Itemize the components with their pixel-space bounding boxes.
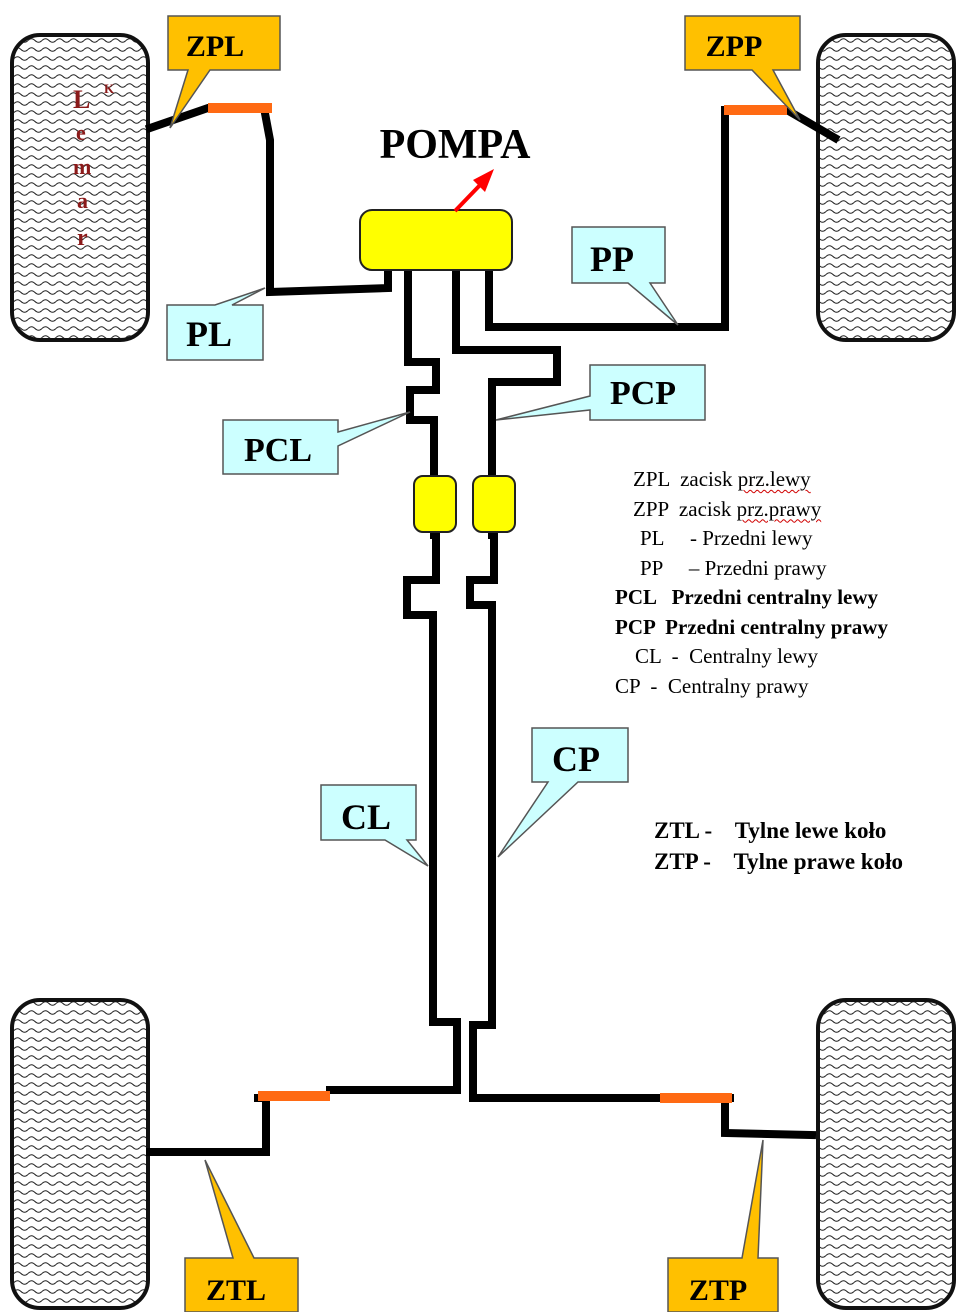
legend-sep — [663, 556, 689, 580]
watermark-letter: e — [76, 120, 86, 145]
callout-zpp: ZPP — [684, 15, 801, 121]
legend-desc: Centralny prawy — [667, 673, 809, 698]
pump-label: POMPA — [380, 122, 532, 168]
watermark-letter: m — [73, 154, 91, 179]
legend-front: ZPL zacisk prz.lewy ZPP zacisk prz.prawy… — [615, 465, 888, 701]
legend-desc: - Przedni lewy — [689, 526, 813, 550]
watermark-letter: K — [104, 81, 115, 96]
callout-cl: CL — [320, 784, 429, 867]
legend-abbr: CL — [635, 644, 662, 668]
watermark-letter: L — [73, 85, 90, 114]
legend-desc: Przedni centralny lewy — [671, 585, 879, 609]
wheel-front-right — [816, 33, 956, 342]
legend-desc: Centralny lewy — [689, 644, 818, 668]
legend-abbr: PL — [640, 526, 664, 550]
legend-sep — [656, 585, 672, 609]
legend-sep — [668, 497, 679, 521]
wheel-front-left — [10, 33, 150, 342]
callout-pl: PL — [166, 287, 266, 361]
callout-cp-label: CP — [552, 739, 600, 779]
legend-desc-wavy: prz.lewy — [737, 467, 811, 491]
callout-cp: CP — [497, 727, 629, 858]
filter-right — [472, 475, 516, 533]
legend-abbr: ZPL — [633, 467, 670, 491]
legend-sep — [655, 615, 666, 639]
callout-zpl: ZPL — [167, 15, 281, 129]
legend-abbr: ZTP - — [654, 849, 711, 874]
legend-row-cl: CL - Centralny lewy — [615, 642, 888, 672]
legend-abbr: PCL — [615, 585, 656, 609]
legend-abbr: ZTL - — [654, 818, 713, 843]
callout-ztp: ZTP — [667, 1139, 779, 1312]
callout-pcl: PCL — [222, 411, 411, 475]
callout-cl-label: CL — [341, 797, 391, 837]
arrow-head-icon — [473, 169, 494, 192]
legend-row-zpl: ZPL zacisk prz.lewy — [615, 465, 888, 495]
legend-desc: Tylne prawe koło — [733, 849, 903, 874]
legend-desc: Przedni centralny prawy — [665, 614, 888, 639]
legend-row-zpp: ZPP zacisk prz.prawy — [615, 495, 888, 525]
legend-sep: - — [639, 673, 668, 698]
legend-row-pcl: PCL Przedni centralny lewy — [615, 583, 888, 613]
legend-abbr: CP — [615, 673, 640, 698]
pipe-pl — [144, 104, 392, 297]
legend-desc: Tylne lewe koło — [734, 818, 887, 843]
legend-abbr: PCP — [615, 614, 655, 639]
pipe-pp — [485, 106, 841, 331]
pipe-ztp — [721, 1094, 817, 1140]
calipers — [208, 103, 787, 1103]
legend-desc: – Przedni prawy — [688, 555, 827, 580]
legend-row-pp: PP – Przedni prawy — [615, 554, 888, 584]
legend-sep — [664, 526, 690, 550]
legend-row-ztp: ZTP - Tylne prawe koło — [654, 846, 903, 877]
pipe-pcl-cl — [326, 264, 461, 1094]
filter-left — [413, 475, 457, 533]
legend-row-pl: PL - Przedni lewy — [615, 524, 888, 554]
arrow-icon — [453, 181, 484, 213]
pipe-pcp-cp — [452, 264, 664, 1102]
watermark-letter: r — [77, 225, 88, 251]
legend-sep: - — [661, 644, 690, 668]
legend-desc: zacisk — [678, 496, 737, 521]
legend-desc-wavy: prz.prawy — [736, 496, 822, 521]
callout-zpl-label: ZPL — [186, 30, 244, 63]
watermark-letter: a — [77, 188, 88, 213]
legend-row-cp: CP - Centralny prawy — [615, 672, 888, 702]
callout-ztp-label: ZTP — [689, 1274, 747, 1307]
callout-pl-label: PL — [186, 314, 232, 354]
pipe-ztl — [146, 1094, 270, 1156]
legend-row-ztl: ZTL - Tylne lewe koło — [654, 815, 903, 846]
callout-pcp: PCP — [495, 364, 706, 421]
callout-ztl-label: ZTL — [206, 1274, 266, 1307]
pump: POMPA — [359, 122, 532, 271]
watermark: L e m a r K — [73, 81, 115, 251]
callout-pcp-label: PCP — [610, 375, 676, 412]
callout-pcl-label: PCL — [244, 432, 312, 469]
wheel-rear-left — [10, 998, 150, 1310]
legend-rear: ZTL - Tylne lewe koło ZTP - Tylne prawe … — [654, 815, 903, 877]
legend-desc: zacisk — [680, 467, 738, 491]
legend-abbr: ZPP — [633, 496, 669, 521]
legend-sep — [670, 467, 681, 491]
legend-abbr: PP — [640, 555, 663, 580]
filters — [413, 475, 516, 533]
callout-pp-label: PP — [590, 239, 634, 279]
legend-row-pcp: PCP Przedni centralny prawy — [615, 613, 888, 643]
wheel-rear-right — [816, 998, 956, 1310]
callout-pp: PP — [571, 226, 679, 326]
callout-ztl: ZTL — [184, 1159, 299, 1312]
callout-zpp-label: ZPP — [706, 30, 763, 63]
